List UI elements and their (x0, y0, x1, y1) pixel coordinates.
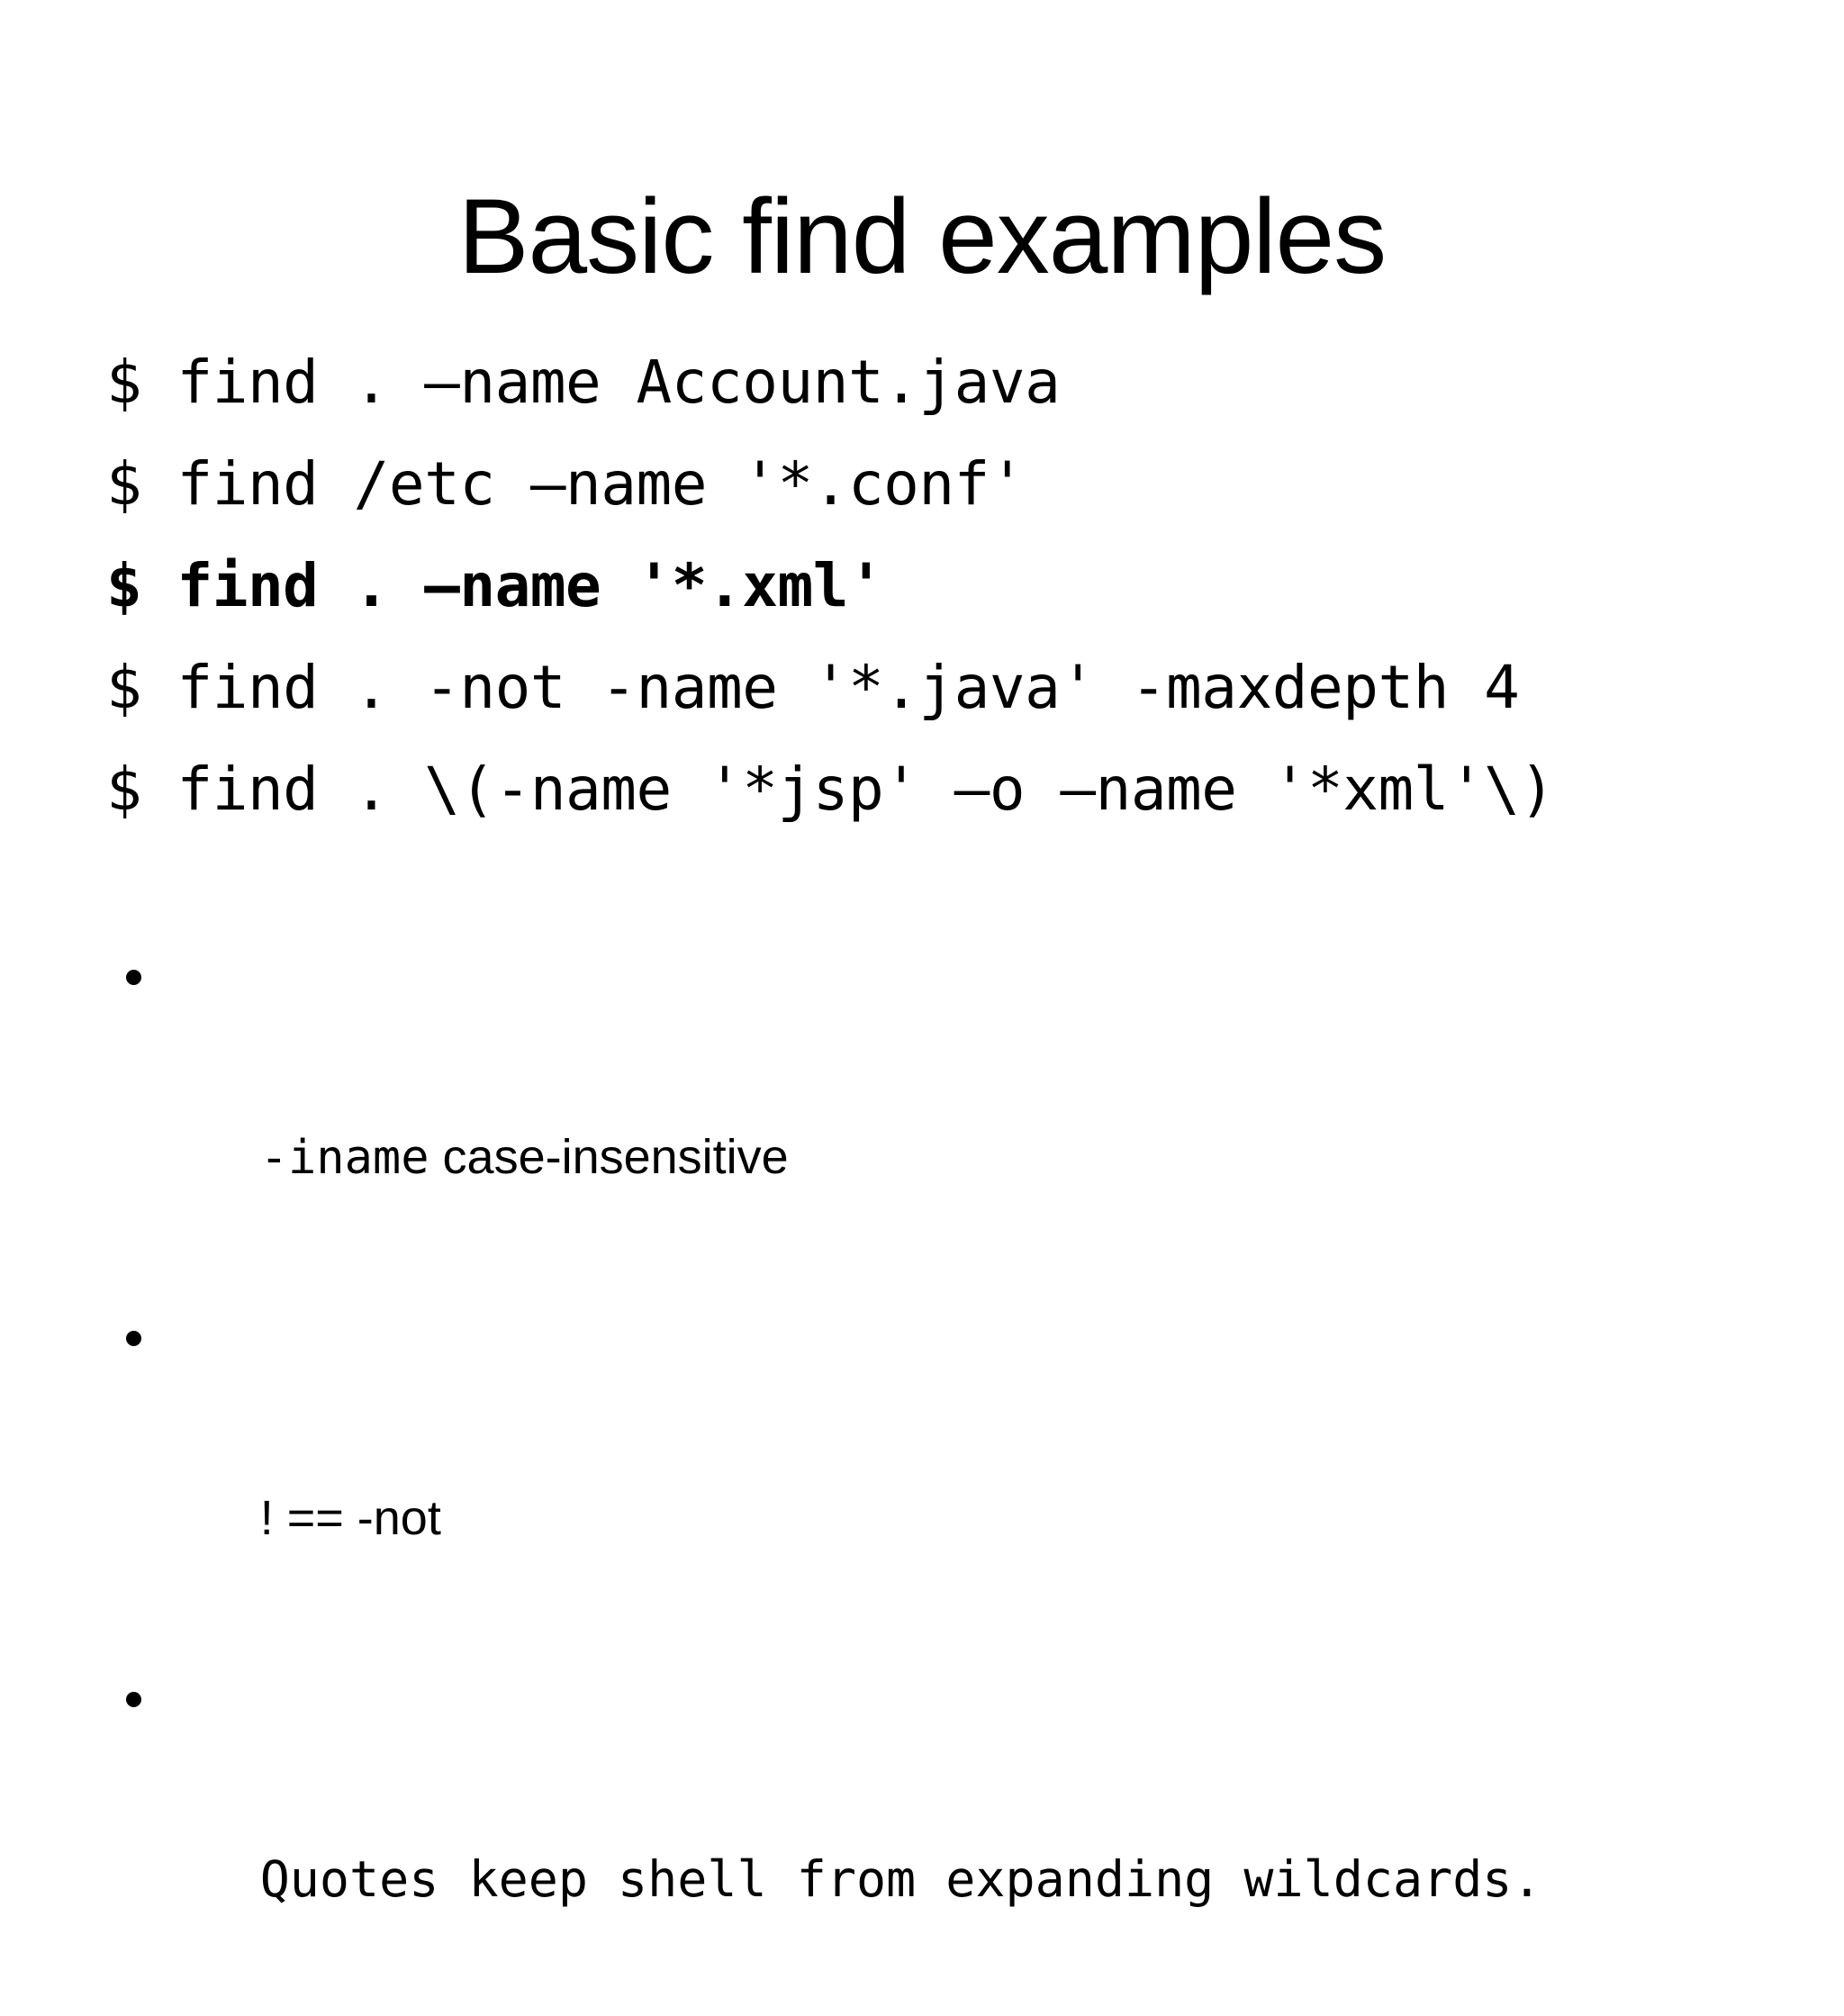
command-line-highlighted: $ find . –name '*.xml' (106, 551, 884, 620)
list-item-label: ! == -not (259, 1491, 441, 1545)
command-line: $ find . –name Account.java (106, 348, 1061, 417)
list-item-code: Quotes keep shell from expanding wildcar… (259, 1850, 1542, 1908)
command-line: $ find . -not -name '*.java' -maxdepth 4 (106, 653, 1520, 722)
bullet-dot-icon (126, 1692, 141, 1707)
list-item: Quotes keep shell from expanding wildcar… (106, 1654, 1781, 2016)
list-item: -iname case-insensitive (106, 932, 1781, 1293)
bullet-dot-icon (126, 970, 141, 985)
page-title: Basic find examples (457, 177, 1387, 297)
notes-bullet-list: -iname case-insensitive ! == -not Quotes… (106, 932, 1781, 2016)
command-line: $ find /etc –name '*.conf' (106, 449, 1026, 519)
command-line: $ find . \(-name '*jsp' –o –name '*xml'\… (106, 755, 1555, 824)
list-item-label: case-insensitive (429, 1130, 789, 1184)
list-item-code: -iname (259, 1131, 429, 1185)
command-list: $ find . –name Account.java $ find /etc … (106, 331, 1781, 840)
bullet-dot-icon (126, 1331, 141, 1346)
list-item: ! == -not (106, 1293, 1781, 1654)
slide-canvas: Basic find examples $ find . –name Accou… (106, 177, 1781, 1908)
